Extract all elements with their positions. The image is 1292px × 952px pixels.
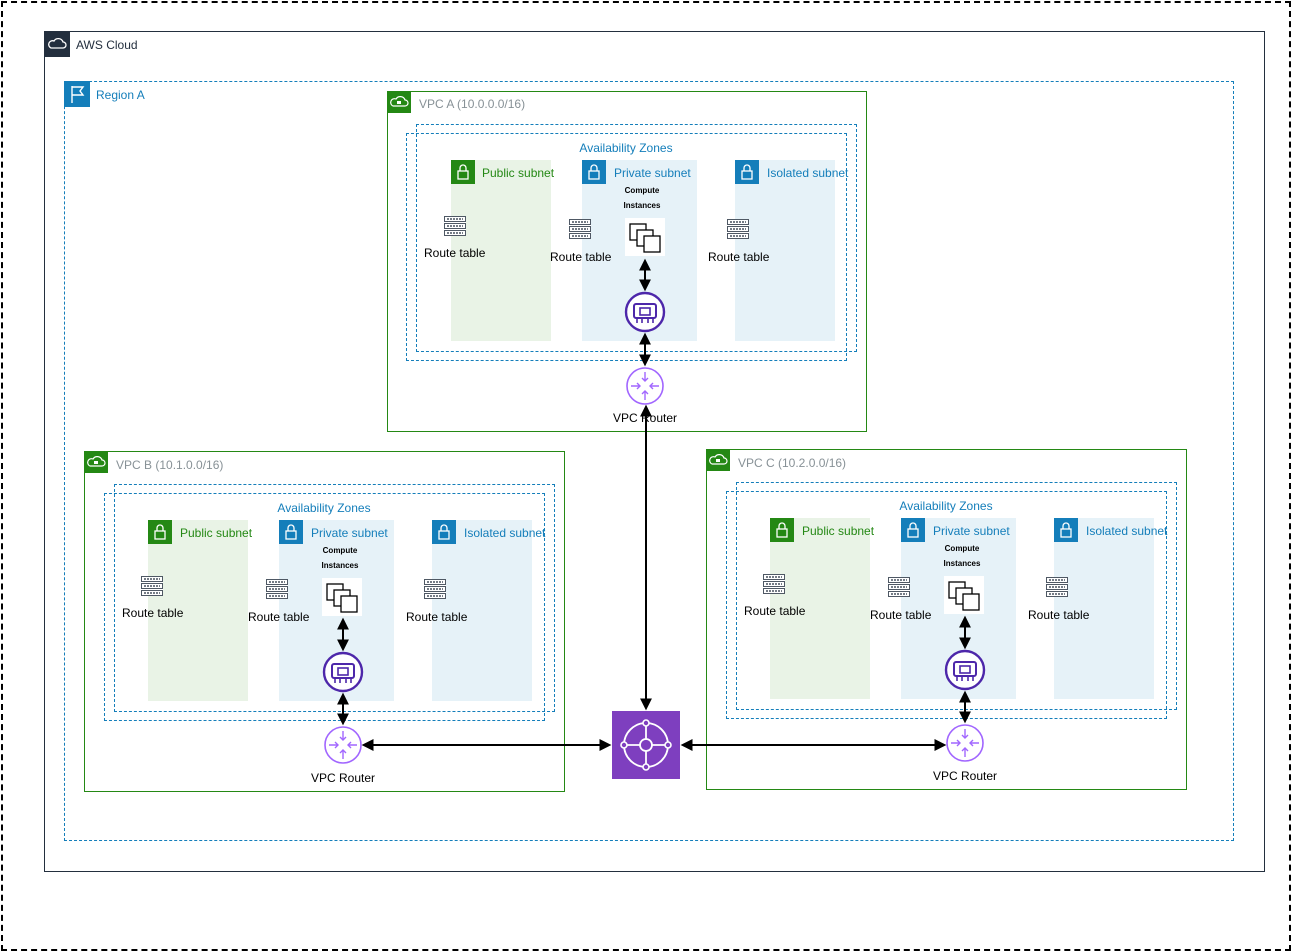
az-label: Availability Zones xyxy=(277,501,371,515)
region-group xyxy=(64,81,1234,841)
az-outline xyxy=(406,133,847,361)
isolated-subnet-label: Isolated subnet xyxy=(464,526,546,540)
padlock-icon xyxy=(148,520,172,544)
private-subnet-label: Private subnet xyxy=(614,166,691,180)
route-table-icon xyxy=(887,576,911,598)
public-subnet-label: Public subnet xyxy=(802,524,875,538)
compute-instances-label: Compute Instances xyxy=(623,186,661,210)
padlock-icon xyxy=(770,518,794,542)
route-table-icon xyxy=(443,215,467,237)
route-table-icon xyxy=(1045,576,1069,598)
vpc-router-icon xyxy=(946,724,984,762)
isolated-subnet xyxy=(735,160,835,341)
network-interface-icon xyxy=(322,651,364,693)
vpc-b-group xyxy=(84,451,565,792)
route-table-icon xyxy=(726,218,750,240)
compute-instances-label: Compute Instances xyxy=(321,546,359,570)
region-label: Region A xyxy=(96,88,145,102)
public-subnet xyxy=(148,520,248,701)
route-table-icon xyxy=(140,575,164,597)
aws-cloud-label: AWS Cloud xyxy=(76,38,138,52)
route-table-icon xyxy=(568,218,592,240)
az-outline xyxy=(114,484,555,712)
aws-cloud-group xyxy=(44,31,1265,872)
public-subnet-label: Public subnet xyxy=(180,526,253,540)
vpc-router-label: VPC Router xyxy=(932,769,998,783)
vpc-cloud-lock-icon xyxy=(84,451,108,473)
isolated-subnet xyxy=(432,520,532,701)
vpc-c-group xyxy=(706,449,1187,790)
compute-instances-label: Compute Instances xyxy=(943,544,981,568)
network-interface-icon xyxy=(944,649,986,691)
vpc-cloud-lock-icon xyxy=(387,91,411,113)
route-table-label: Route table xyxy=(708,250,770,264)
vpc-c-label: VPC C (10.2.0.0/16) xyxy=(738,456,847,470)
route-table-label: Route table xyxy=(1028,608,1090,622)
route-table-icon xyxy=(762,573,786,595)
route-table-label: Route table xyxy=(744,604,806,618)
route-table-label: Route table xyxy=(424,246,486,260)
isolated-subnet-label: Isolated subnet xyxy=(1086,524,1168,538)
vpc-router-icon xyxy=(626,367,664,405)
compute-instances-icon xyxy=(943,575,985,615)
padlock-icon xyxy=(1054,518,1078,542)
az-label: Availability Zones xyxy=(579,141,673,155)
compute-instances-icon xyxy=(624,217,666,257)
public-subnet xyxy=(451,160,551,341)
route-table-label: Route table xyxy=(406,610,468,624)
vpc-cloud-lock-icon xyxy=(706,449,730,471)
padlock-icon xyxy=(735,160,759,184)
route-table-icon xyxy=(265,578,289,600)
route-table-label: Route table xyxy=(122,606,184,620)
az-outline xyxy=(726,491,1167,719)
az-outline xyxy=(736,482,1177,710)
compute-instances-icon xyxy=(321,577,363,617)
route-table-icon xyxy=(423,578,447,600)
isolated-subnet xyxy=(1054,518,1154,699)
network-interface-icon xyxy=(624,291,666,333)
vpc-router-icon xyxy=(324,726,362,764)
vpc-a-group xyxy=(387,91,867,432)
az-outline xyxy=(104,493,545,721)
transit-gateway-icon xyxy=(612,711,680,779)
vpc-router-label: VPC Router xyxy=(310,771,376,785)
public-subnet-label: Public subnet xyxy=(482,166,555,180)
public-subnet xyxy=(770,518,870,699)
private-subnet-label: Private subnet xyxy=(311,526,388,540)
padlock-icon xyxy=(432,520,456,544)
aws-cloud-icon xyxy=(44,31,70,57)
region-flag-icon xyxy=(64,81,90,107)
padlock-icon xyxy=(279,520,303,544)
padlock-icon xyxy=(451,160,475,184)
route-table-label: Route table xyxy=(870,608,932,622)
isolated-subnet-label: Isolated subnet xyxy=(767,166,849,180)
route-table-label: Route table xyxy=(248,610,310,624)
az-label: Availability Zones xyxy=(899,499,993,513)
vpc-a-label: VPC A (10.0.0.0/16) xyxy=(419,97,526,111)
vpc-b-label: VPC B (10.1.0.0/16) xyxy=(116,458,224,472)
az-outline xyxy=(416,124,857,352)
padlock-icon xyxy=(901,518,925,542)
padlock-icon xyxy=(582,160,606,184)
route-table-label: Route table xyxy=(550,250,612,264)
private-subnet-label: Private subnet xyxy=(933,524,1010,538)
